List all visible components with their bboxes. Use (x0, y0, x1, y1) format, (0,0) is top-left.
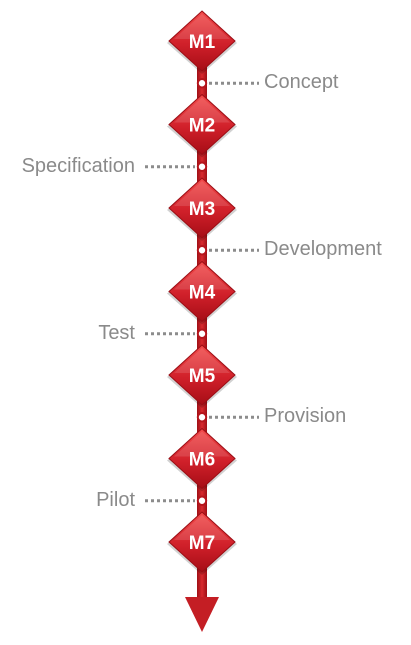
milestone-diamond (168, 93, 236, 156)
milestone-highlight (174, 515, 230, 540)
phase-label-concept: Concept (264, 71, 339, 94)
phase-node (196, 78, 208, 89)
milestone-highlight (174, 431, 230, 457)
milestone-highlight (174, 97, 230, 123)
milestone-highlight (174, 181, 230, 206)
milestone-m5: M5 (167, 344, 237, 408)
milestone-label: M5 (189, 366, 216, 387)
milestone-m6: M6 (167, 427, 237, 492)
milestone-m4: M4 (167, 260, 237, 325)
milestone-diamond (168, 260, 236, 323)
milestone-label: M4 (189, 283, 216, 304)
milestone-label: M3 (189, 199, 215, 220)
phase-node (196, 161, 208, 172)
phase-label-pilot: Pilot (96, 488, 135, 511)
phase-node (196, 412, 208, 423)
timeline-arrow-head (185, 597, 219, 632)
milestone-diamond (168, 344, 236, 406)
milestone-diamond (168, 511, 236, 573)
phase-node (196, 328, 208, 339)
milestone-label: M2 (189, 116, 215, 137)
milestone-label: M6 (189, 450, 215, 471)
milestone-m1: M1 (167, 10, 237, 74)
phase-label-test: Test (98, 321, 135, 344)
milestone-label: M7 (189, 533, 215, 554)
milestone-highlight (174, 348, 230, 373)
milestone-diamond (168, 427, 236, 490)
phase-node (196, 495, 208, 506)
phase-label-specification: Specification (21, 154, 135, 177)
phase-label-provision: Provision (264, 405, 347, 428)
milestone-diamond (168, 10, 236, 72)
milestone-m2: M2 (167, 93, 237, 158)
milestone-highlight (174, 264, 230, 290)
phase-label-development: Development (264, 238, 382, 261)
milestone-m7: M7 (167, 511, 237, 575)
milestone-m3: M3 (167, 177, 237, 241)
milestone-highlight (174, 14, 230, 39)
milestone-label: M1 (189, 32, 216, 53)
phase-node (196, 245, 208, 256)
milestone-diamond (168, 177, 236, 239)
